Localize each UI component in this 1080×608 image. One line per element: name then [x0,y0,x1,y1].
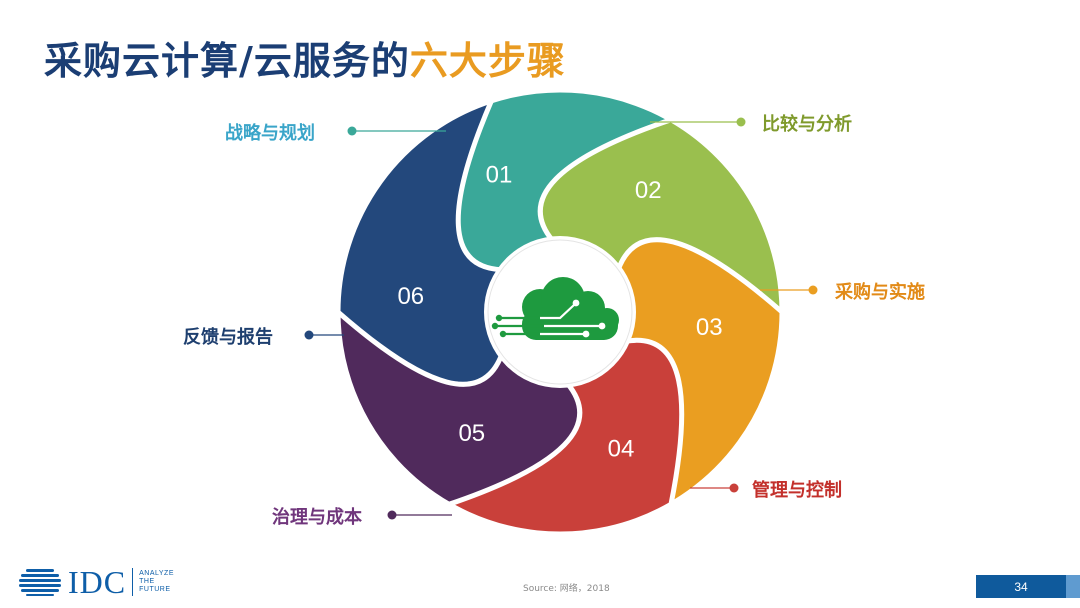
page-number-accent [1066,575,1080,598]
tagline-line: THE [139,578,155,585]
idc-logo: IDC ANALYZE THE FUTURE [18,564,174,600]
step-label-05: 治理与成本 [272,507,362,528]
idc-globe-icon [19,569,61,596]
step-number: 02 [635,177,662,204]
tagline-line: ANALYZE [139,570,174,577]
label-connector-dot [304,330,314,340]
petals-group: 01 02 03 04 05 06 [335,87,785,537]
step-petal-06: 06 [335,98,505,387]
label-connector-dot [387,510,397,520]
connectors-group [304,117,818,520]
source-note: Source: 网络，2018 [523,584,610,594]
label-connector-dot [736,117,746,127]
step-label-03: 采购与实施 [835,282,925,303]
label-connector-dot [729,483,739,493]
title-accent: 六大步骤 [409,39,566,83]
step-label-04: 管理与控制 [752,480,842,501]
title-main: 采购云计算/云服务的 [44,39,410,83]
step-number: 04 [608,436,635,463]
step-number: 01 [486,162,513,189]
page-number: 34 [976,575,1066,598]
step-number: 03 [696,314,723,341]
center-cloud-icon [484,236,636,388]
idc-logo-text: IDC [68,563,127,600]
label-connector-dot [808,285,818,295]
step-label-01: 战略与规划 [225,123,315,144]
page-title: 采购云计算/云服务的六大步骤 [44,30,566,85]
label-connector-dot [347,126,357,136]
step-number: 06 [397,283,424,310]
step-label-02: 比较与分析 [762,114,852,135]
step-label-06: 反馈与报告 [183,327,273,348]
logo-divider [132,568,134,596]
tagline-line: FUTURE [139,586,171,593]
step-number: 05 [458,420,485,447]
idc-tagline: ANALYZE THE FUTURE [139,570,174,594]
